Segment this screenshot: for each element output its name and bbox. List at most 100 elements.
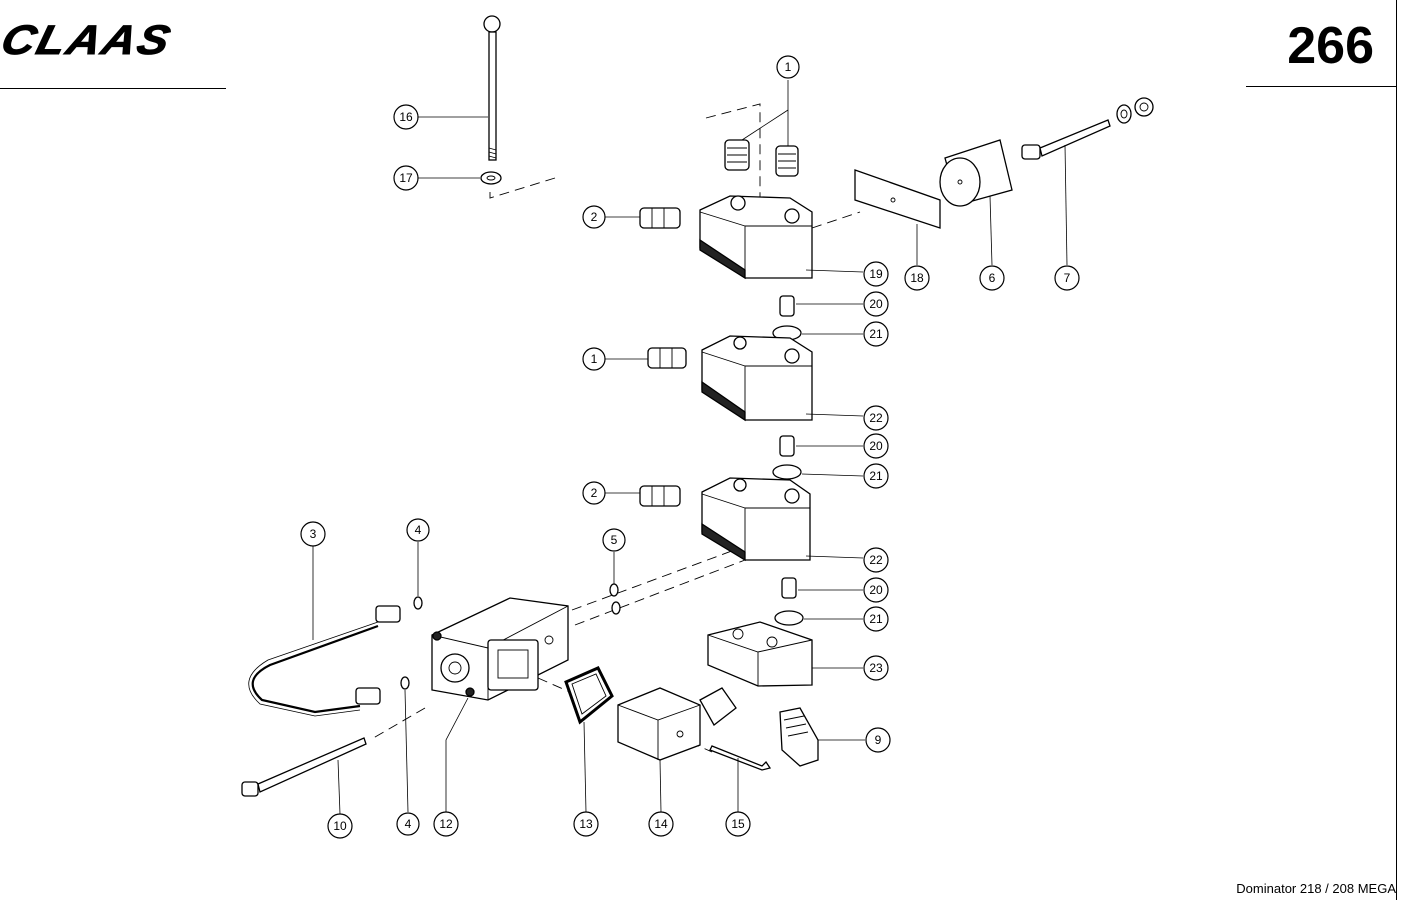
bolt-10 (241, 737, 367, 797)
callout-20-a-circle (863, 291, 889, 317)
callout-9-circle (865, 727, 891, 753)
callout-14-circle (648, 811, 674, 837)
callout-21-a-label: 21 (869, 327, 883, 341)
callout-21-c-circle (863, 606, 889, 632)
callout-10: 10 (327, 759, 353, 839)
callout-18-circle (904, 265, 930, 291)
callout-20-c-label: 20 (869, 583, 883, 597)
callout-6-label: 6 (989, 271, 996, 285)
callout-19-circle (863, 261, 889, 287)
page-number: 266 (1287, 17, 1374, 75)
callout-5-label: 5 (611, 533, 618, 547)
callout-23: 23 (812, 655, 889, 681)
callout-1-middle-label: 1 (591, 352, 598, 366)
callout-19: 19 (805, 261, 889, 287)
callout-20-b: 20 (796, 433, 889, 459)
callout-2-middle-circle (582, 481, 606, 505)
callout-20-a-label: 20 (869, 297, 883, 311)
elbow-fitting-9 (779, 707, 819, 767)
callout-1-middle: 1 (582, 347, 648, 371)
callout-22-b-label: 22 (869, 553, 883, 567)
callout-20-b-circle (863, 433, 889, 459)
solenoid-valve-body-12 (431, 597, 569, 701)
screw-15 (709, 745, 772, 771)
callout-23-circle (863, 655, 889, 681)
callout-22-b-circle (863, 547, 889, 573)
callout-4-top: 4 (406, 518, 430, 596)
callout-12-label: 12 (439, 817, 453, 831)
end-cap-6 (939, 139, 1013, 207)
callout-18: 18 (904, 224, 930, 291)
callout-20-a: 20 (796, 291, 889, 317)
callout-23-label: 23 (869, 661, 883, 675)
end-plate-23 (707, 577, 813, 687)
callout-3-circle (300, 521, 326, 547)
callout-21-a-circle (863, 321, 889, 347)
callout-21-b-label: 21 (869, 469, 883, 483)
callout-22-a-circle (863, 405, 889, 431)
callout-5: 5 (602, 528, 626, 584)
callout-16-label: 16 (399, 110, 413, 124)
frame-right-edge (1396, 0, 1397, 900)
callout-13-circle (573, 811, 599, 837)
bolt-16 (480, 15, 502, 185)
valve-section-top (639, 139, 813, 280)
callout-20-c-circle (863, 577, 889, 603)
callout-12: 12 (433, 697, 469, 837)
callout-2-top: 2 (582, 205, 640, 229)
callout-2-middle: 2 (582, 481, 640, 505)
connector-plug-14 (617, 687, 737, 761)
callout-17-circle (393, 165, 419, 191)
callout-6-circle (979, 265, 1005, 291)
callout-19-label: 19 (869, 267, 883, 281)
callout-12-circle (433, 811, 459, 837)
callout-6: 6 (979, 195, 1005, 291)
callout-15: 15 (725, 758, 751, 837)
callout-14-label: 14 (654, 817, 668, 831)
pipe-3 (248, 583, 621, 717)
callout-21-c: 21 (804, 606, 889, 632)
gasket-13 (564, 666, 614, 725)
callout-21-a: 21 (802, 321, 889, 347)
callout-16: 16 (393, 104, 488, 130)
valve-section-middle-1 (647, 295, 813, 422)
callout-4-top-circle (406, 518, 430, 542)
cover-plate-18 (854, 169, 941, 229)
callout-16-circle (393, 104, 419, 130)
header-rule-right (1246, 86, 1396, 87)
callout-13: 13 (573, 721, 599, 837)
callout-2-top-circle (582, 205, 606, 229)
callout-2-top-label: 2 (591, 210, 598, 224)
callout-21-c-label: 21 (869, 612, 883, 626)
callout-15-circle (725, 811, 751, 837)
callout-4-bottom-label: 4 (405, 817, 412, 831)
callout-1-middle-circle (582, 347, 606, 371)
model-caption: Dominator 218 / 208 MEGA (1236, 881, 1396, 896)
callout-14: 14 (648, 759, 674, 837)
callout-15-label: 15 (731, 817, 745, 831)
callout-10-circle (327, 813, 353, 839)
header-rule-left (0, 88, 226, 89)
callout-21-b: 21 (801, 463, 889, 489)
bolt-7 (1021, 97, 1154, 160)
assembly-lines (369, 103, 861, 753)
callout-22-b: 22 (805, 547, 889, 573)
callout-4-top-label: 4 (415, 523, 422, 537)
callout-9: 9 (818, 727, 891, 753)
callout-21-b-circle (863, 463, 889, 489)
callout-22-a-label: 22 (869, 411, 883, 425)
callout-5-circle (602, 528, 626, 552)
callout-13-label: 13 (579, 817, 593, 831)
callout-3-label: 3 (310, 527, 317, 541)
callout-20-b-label: 20 (869, 439, 883, 453)
callout-7-circle (1054, 265, 1080, 291)
callout-22-a: 22 (805, 405, 889, 431)
callout-17: 17 (393, 165, 480, 191)
valve-section-middle-2 (639, 435, 811, 562)
callout-20-c: 20 (798, 577, 889, 603)
callout-1-top-circle (776, 55, 800, 79)
callout-1-top-label: 1 (785, 60, 792, 74)
callout-3: 3 (300, 521, 326, 640)
